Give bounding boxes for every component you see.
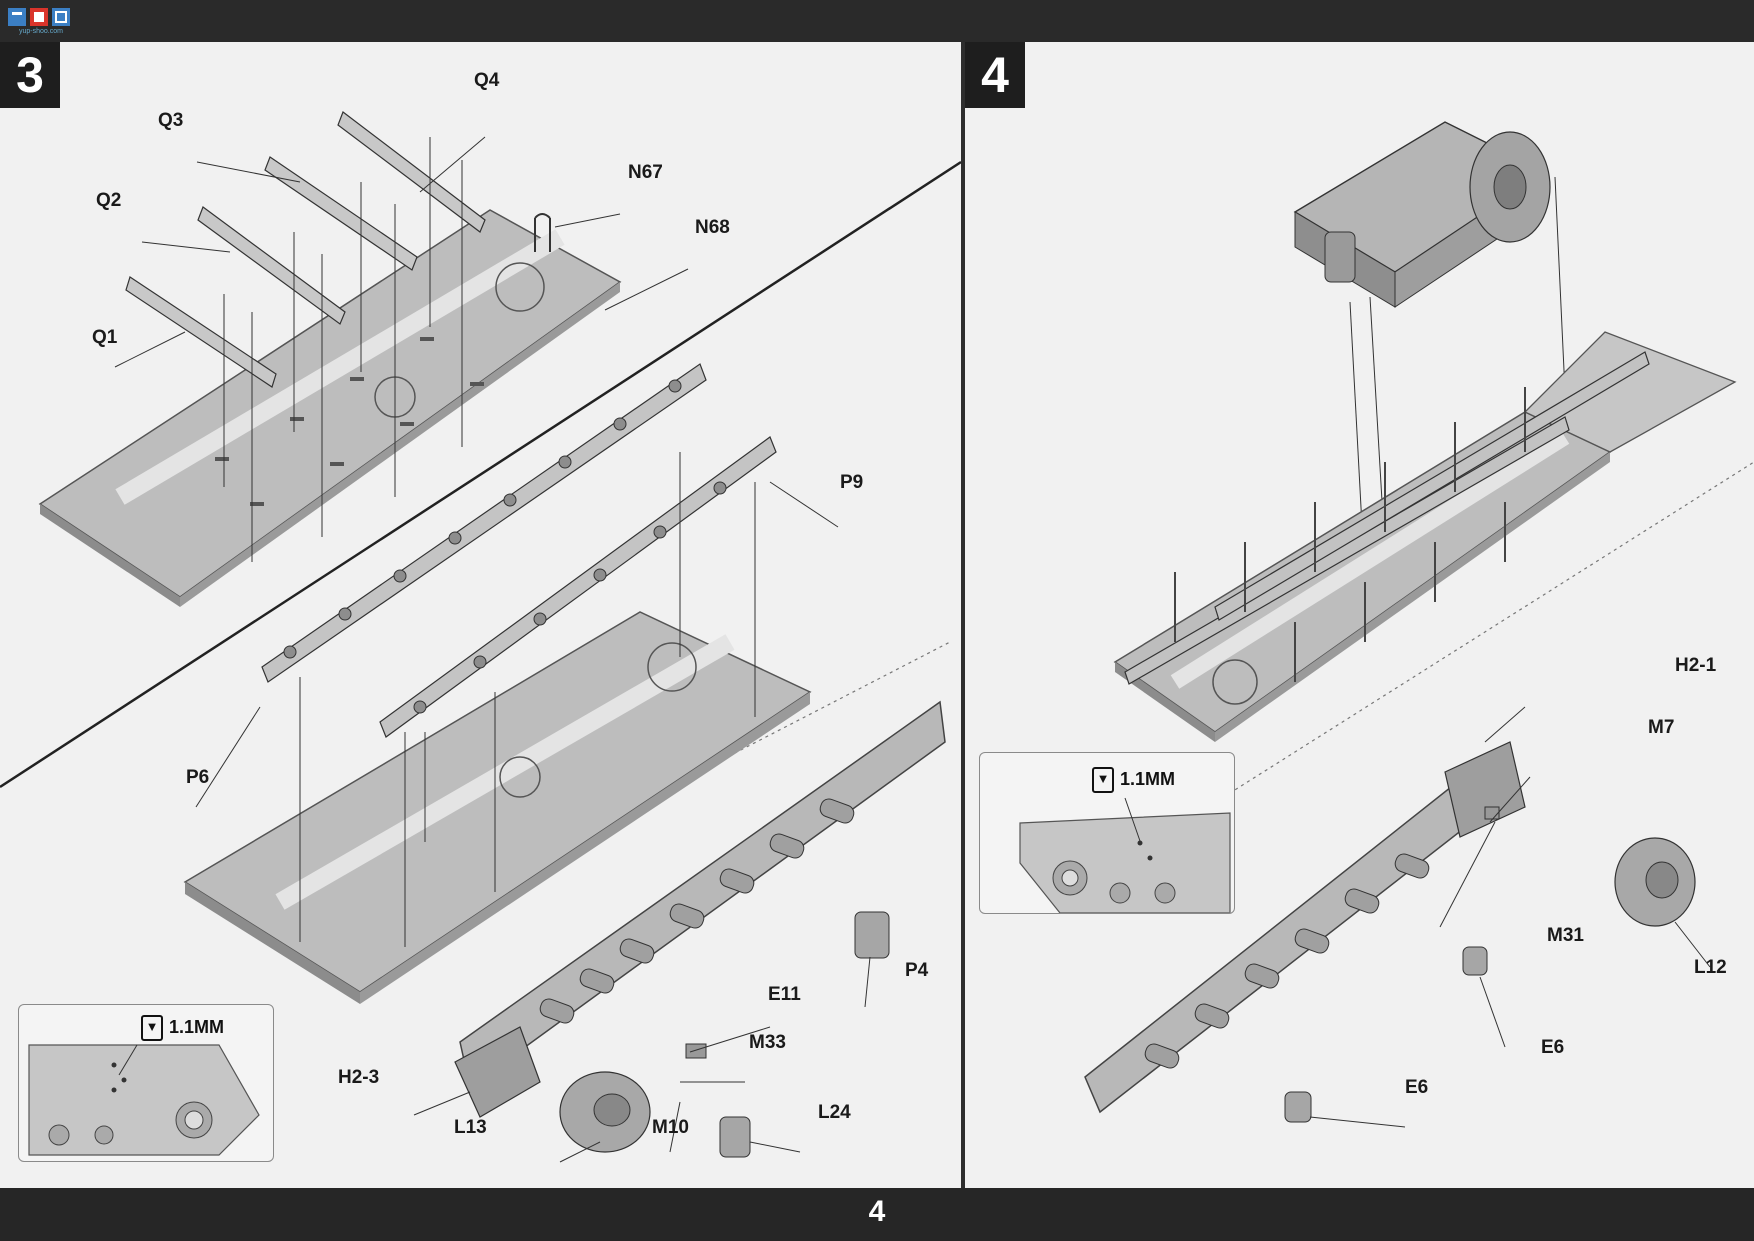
part-label: E6 bbox=[1405, 1077, 1429, 1098]
detail-inset: ▼ 1.1MM bbox=[979, 752, 1235, 914]
part-label: P9 bbox=[840, 472, 864, 493]
part-label: E6 bbox=[1541, 1037, 1565, 1058]
page-number: 4 bbox=[868, 1195, 886, 1228]
inset-drawing bbox=[28, 1044, 260, 1156]
step-3-illustration bbox=[0, 111, 961, 1163]
bottom-bar bbox=[0, 1188, 1754, 1241]
logo-url: yup-shoo.com bbox=[19, 28, 63, 35]
part-label: L24 bbox=[818, 1102, 851, 1123]
top-bar bbox=[0, 0, 1754, 42]
drill-size: 1.1MM bbox=[1120, 768, 1176, 789]
part-label: M7 bbox=[1648, 717, 1675, 738]
part-label: M33 bbox=[749, 1032, 786, 1053]
part-label: L13 bbox=[454, 1117, 487, 1138]
inset-drawing bbox=[1019, 797, 1231, 913]
part-label: Q2 bbox=[96, 190, 122, 211]
drill-size: 1.1MM bbox=[169, 1016, 225, 1037]
step-3-panel: 3 bbox=[0, 42, 961, 1188]
part-label: N67 bbox=[628, 162, 663, 183]
part-label: P6 bbox=[186, 767, 210, 788]
part-label: M10 bbox=[652, 1117, 689, 1138]
part-label: L12 bbox=[1694, 957, 1727, 978]
part-label: N68 bbox=[695, 217, 730, 238]
part-label: P4 bbox=[905, 960, 929, 981]
site-logo bbox=[8, 6, 74, 38]
part-label: M31 bbox=[1547, 925, 1584, 946]
drill-size-note: ▼ 1.1MM bbox=[141, 1015, 224, 1041]
part-label: Q3 bbox=[158, 110, 184, 131]
part-label: Q1 bbox=[92, 327, 118, 348]
step-number-badge: 3 bbox=[0, 42, 60, 108]
step-4-panel: 4 bbox=[965, 42, 1754, 1188]
drill-bit-icon: ▼ bbox=[141, 1015, 163, 1041]
drill-size-note: ▼ 1.1MM bbox=[1092, 767, 1175, 793]
detail-inset: ▼ 1.1MM bbox=[18, 1004, 274, 1162]
part-label: H2-1 bbox=[1675, 655, 1717, 676]
part-label: H2-3 bbox=[338, 1067, 380, 1088]
part-label: Q4 bbox=[474, 70, 500, 91]
step-4-illustration bbox=[1084, 121, 1754, 1128]
drill-bit-icon: ▼ bbox=[1092, 767, 1114, 793]
part-label: E11 bbox=[768, 984, 801, 1005]
step-number-badge: 4 bbox=[965, 42, 1025, 108]
panel-divider bbox=[961, 42, 965, 1188]
